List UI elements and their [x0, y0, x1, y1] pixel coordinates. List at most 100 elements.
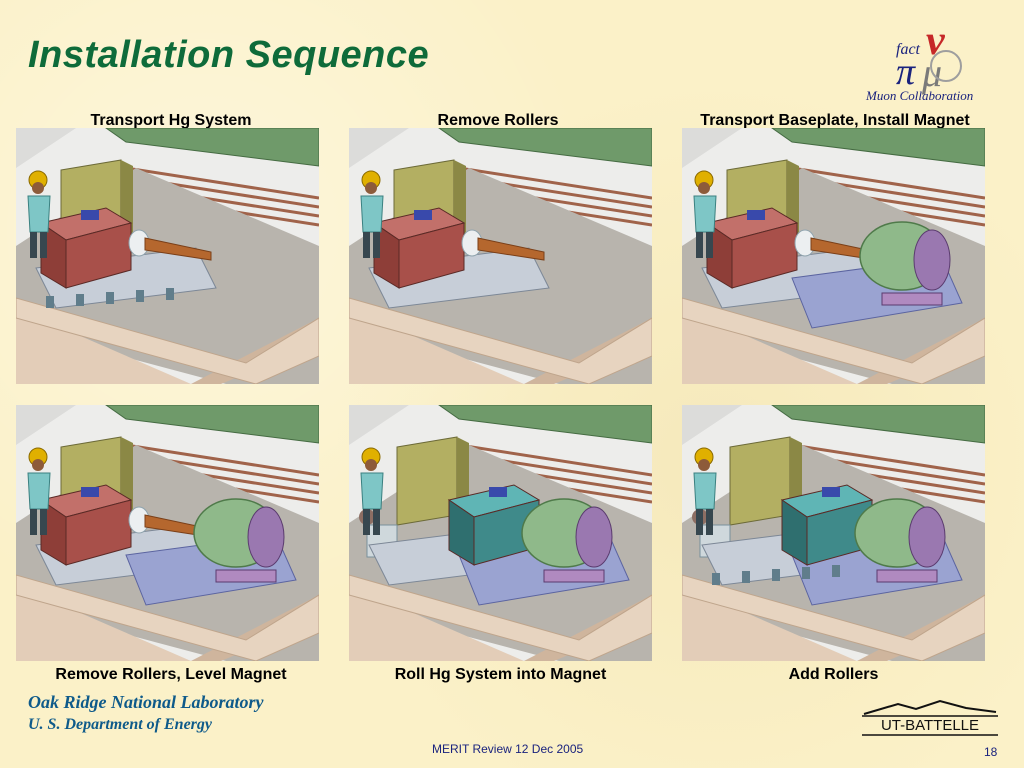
roller — [742, 571, 750, 583]
box-panel-icon — [822, 487, 840, 497]
hg-box-front — [65, 499, 132, 566]
worker-leg — [696, 509, 703, 535]
magnet-end-plate — [913, 229, 951, 291]
mountain-icon — [863, 699, 997, 715]
org-line-2: U. S. Department of Energy — [28, 716, 212, 733]
worker-leg — [373, 509, 380, 535]
scene-6 — [682, 405, 985, 661]
worker-head — [365, 182, 377, 194]
slab-top — [16, 297, 319, 384]
scene-1 — [16, 128, 319, 384]
worker-leg — [30, 232, 37, 258]
org-line-1: Oak Ridge National Laboratory — [28, 692, 264, 712]
box-panel-icon — [489, 487, 507, 497]
panel-2 — [349, 128, 652, 384]
worker-body — [693, 195, 717, 233]
worker-head — [698, 182, 710, 194]
worker-body — [27, 195, 51, 233]
worker-head — [698, 459, 710, 471]
ut-logo-text: UT-BATTELLE — [881, 717, 979, 734]
worker-leg — [40, 509, 47, 535]
side-wall — [16, 128, 76, 258]
slab-top — [349, 574, 652, 661]
roller — [802, 567, 810, 579]
slab-top — [682, 574, 985, 661]
panel-label-6: Add Rollers — [788, 666, 879, 683]
hg-box-front — [65, 222, 132, 289]
scene-3 — [682, 128, 985, 384]
page-number: 18 — [984, 745, 998, 759]
worker-body — [360, 195, 384, 233]
magnet-support — [876, 569, 938, 583]
worker-leg — [363, 232, 370, 258]
roller — [76, 294, 84, 306]
control-cabinet — [396, 436, 458, 526]
panel-5 — [349, 405, 652, 661]
green-ledge — [771, 405, 985, 444]
side-wall — [16, 405, 76, 535]
worker-head — [365, 459, 377, 471]
hg-box-front — [398, 222, 465, 289]
magnet-end-plate — [575, 506, 613, 568]
pipe-line — [791, 443, 985, 477]
worker-leg — [696, 232, 703, 258]
pipe-line — [458, 443, 652, 477]
worker-leg — [30, 509, 37, 535]
magnet-support — [215, 569, 277, 583]
worker-head — [32, 459, 44, 471]
panel-1 — [16, 128, 319, 384]
slide-title: Installation Sequence — [28, 34, 430, 76]
ring-icon — [930, 50, 962, 82]
ut-battelle-logo: UT-BATTELLE — [862, 699, 998, 736]
green-ledge — [438, 128, 652, 167]
hg-box-front — [731, 222, 798, 289]
magnet-support — [881, 292, 943, 306]
panel-label-5: Roll Hg System into Magnet — [394, 666, 607, 683]
box-panel-icon — [81, 487, 99, 497]
green-ledge — [771, 128, 985, 167]
slab-top — [349, 297, 652, 384]
scene-4 — [16, 405, 319, 661]
panel-3 — [682, 128, 985, 384]
pipe-line — [791, 166, 985, 200]
roller — [46, 296, 54, 308]
panel-4 — [16, 405, 319, 661]
slab-top — [16, 574, 319, 661]
green-ledge — [438, 405, 652, 444]
slab-top — [682, 297, 985, 384]
roller — [136, 290, 144, 302]
side-wall — [349, 128, 409, 258]
worker-leg — [706, 509, 713, 535]
panel-label-3: Transport Baseplate, Install Magnet — [700, 112, 970, 129]
worker-body — [27, 472, 51, 510]
worker-leg — [706, 232, 713, 258]
worker-head — [32, 182, 44, 194]
roller — [166, 288, 174, 300]
panel-label-1: Transport Hg System — [90, 112, 252, 129]
scene-5 — [349, 405, 652, 661]
roller — [106, 292, 114, 304]
side-wall — [682, 405, 742, 535]
hg-snout — [477, 237, 545, 261]
pi-glyph-icon: π — [896, 51, 916, 93]
hg-snout — [144, 237, 212, 261]
panel-label-2: Remove Rollers — [437, 112, 559, 129]
worker-leg — [40, 232, 47, 258]
logo-top-word: fact — [896, 41, 921, 58]
worker-body — [693, 472, 717, 510]
side-wall — [349, 405, 409, 535]
panel-6 — [682, 405, 985, 661]
magnet-end-plate — [247, 506, 285, 568]
pipe-line — [125, 443, 319, 477]
worker-leg — [363, 509, 370, 535]
magnet-end-plate — [908, 506, 946, 568]
scene-2 — [349, 128, 652, 384]
footer-center: MERIT Review 12 Dec 2005 — [432, 742, 584, 756]
box-panel-icon — [414, 210, 432, 220]
roller — [772, 569, 780, 581]
green-ledge — [105, 128, 319, 167]
worker-body — [360, 472, 384, 510]
roller — [832, 565, 840, 577]
side-wall — [682, 128, 742, 258]
roller — [712, 573, 720, 585]
